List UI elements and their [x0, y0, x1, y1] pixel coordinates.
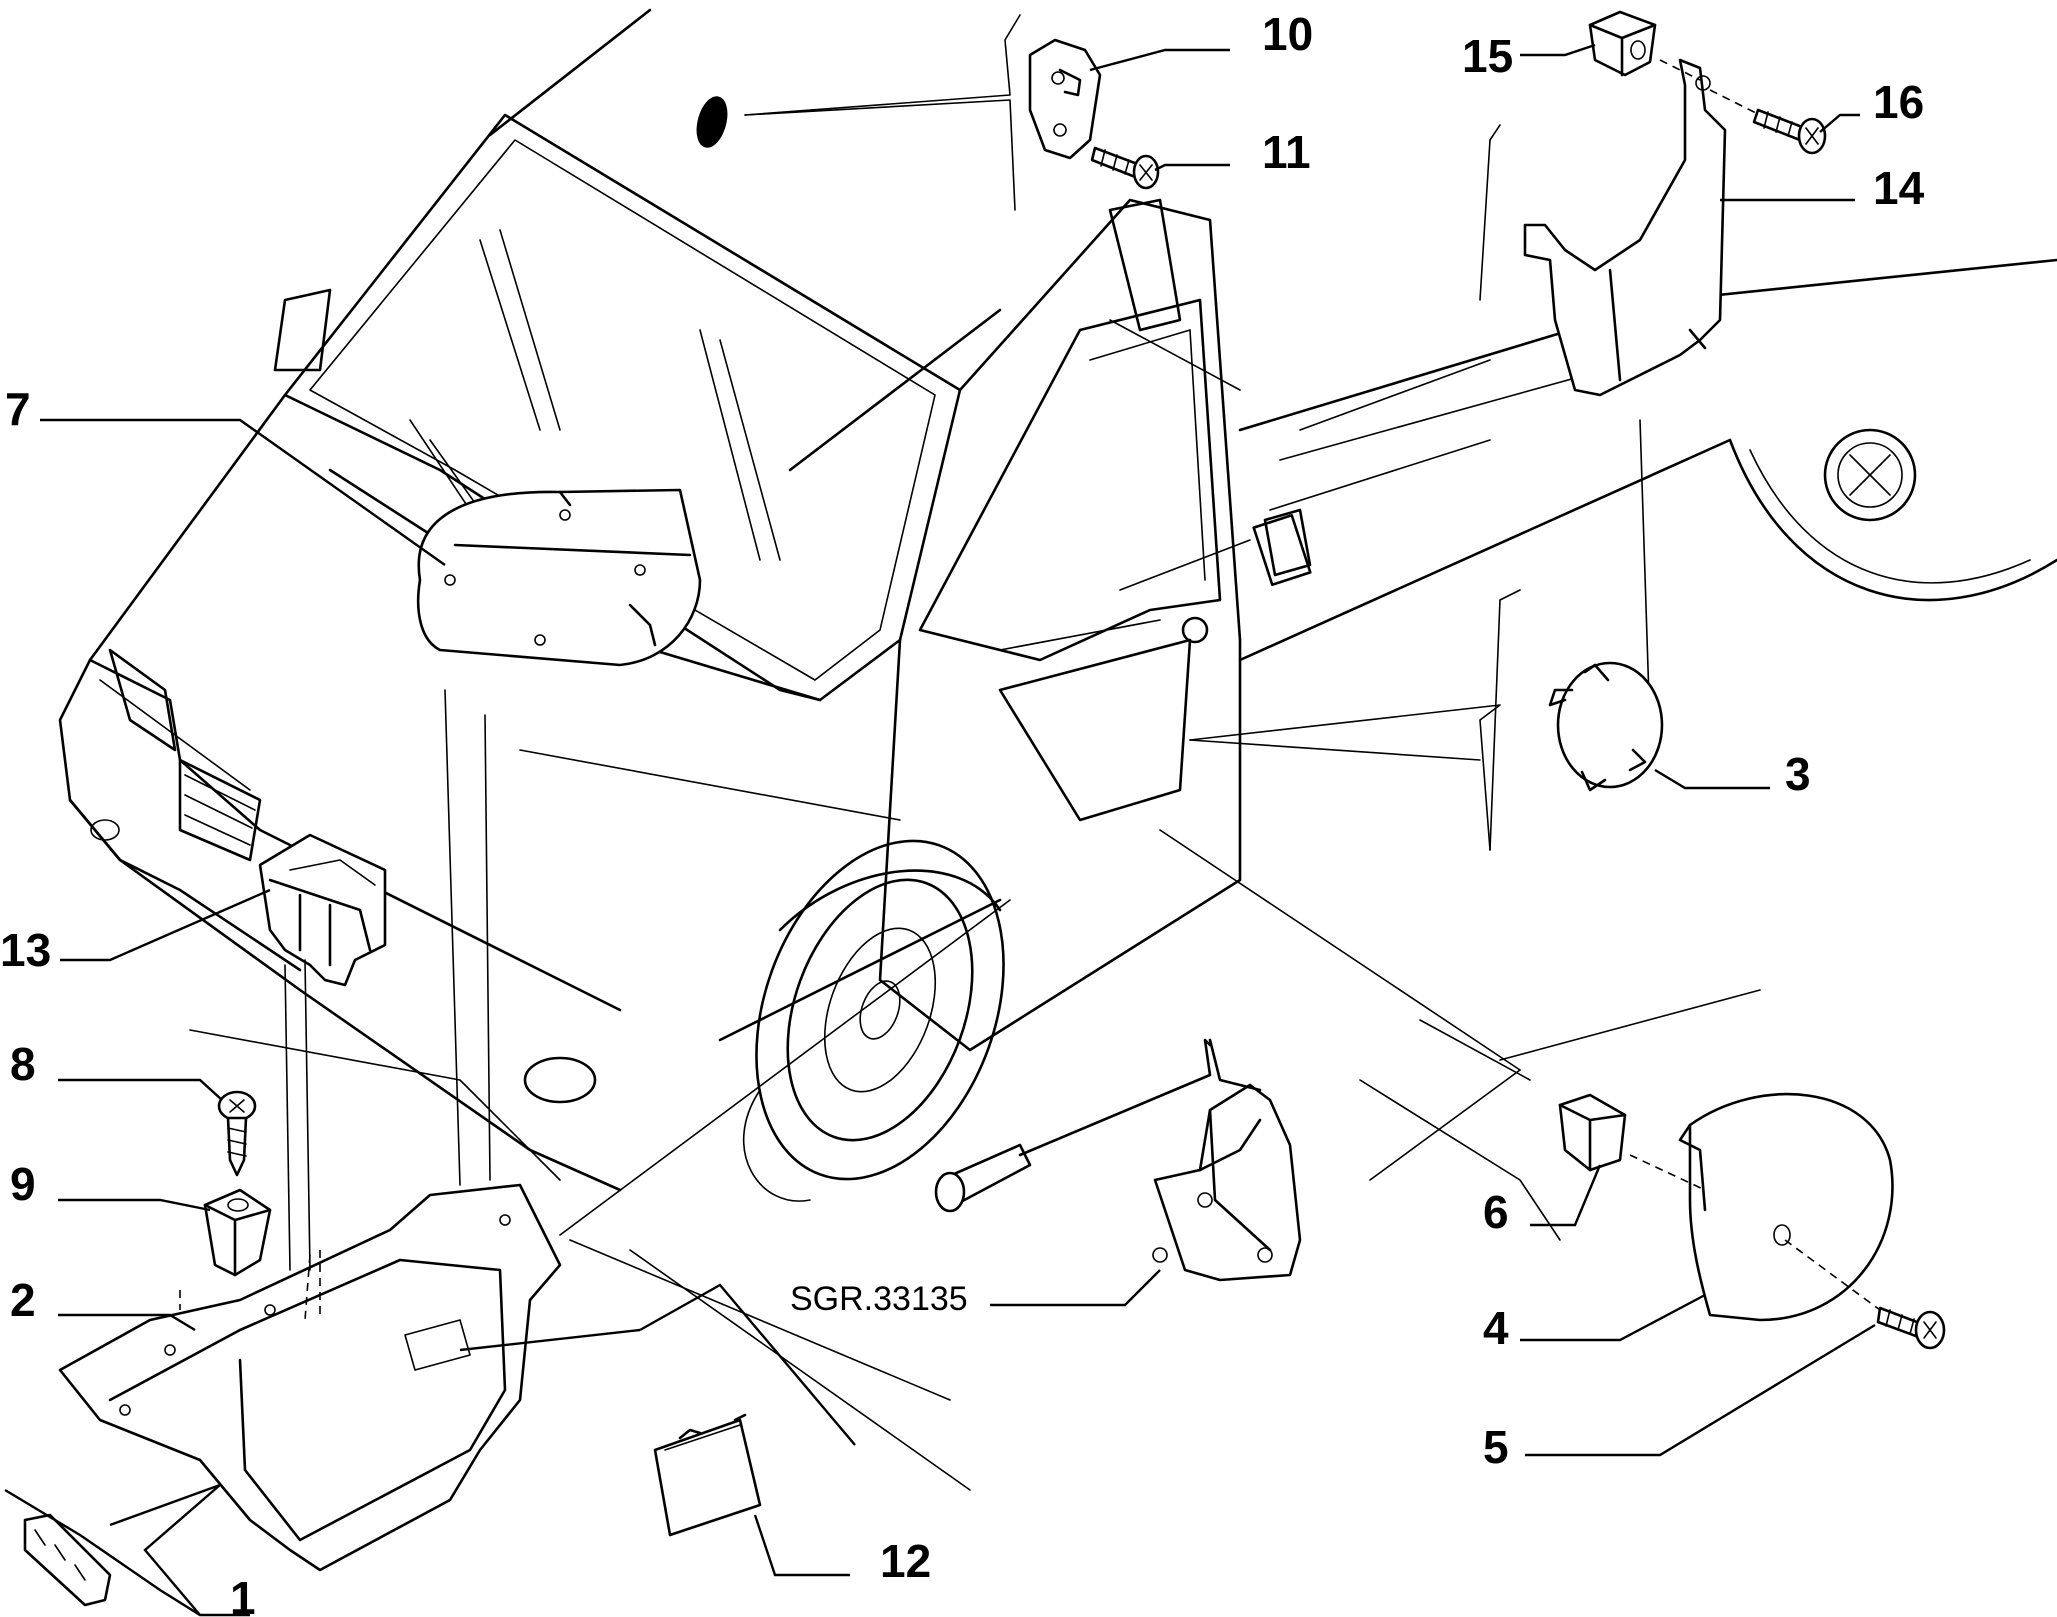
part-15-clip-nut: [1588, 10, 1657, 77]
part-10-door-latch: [1028, 38, 1102, 160]
callout-5: 5: [1483, 1421, 1509, 1473]
callout-8: 8: [10, 1038, 36, 1090]
callout-9: 9: [10, 1158, 36, 1210]
part-4-side-cover: [1678, 1092, 1894, 1322]
callout-12: 12: [880, 1535, 931, 1587]
part-12-cover-plug: [653, 1413, 762, 1537]
part-5-screw: [1876, 1306, 1946, 1350]
callout-13: 13: [0, 924, 51, 976]
callout-10: 10: [1262, 8, 1313, 60]
callout-labels: 1 2 3 4 5 6 7 8 9 10 11 12 13 14 15 16 S…: [0, 8, 1925, 1617]
part-3-round-cap: [1548, 661, 1664, 792]
part-11-screw: [1090, 146, 1160, 190]
callout-2: 2: [10, 1274, 36, 1326]
part-7-dash-tray-cover: [416, 488, 702, 667]
part-8-screw: [217, 1090, 257, 1177]
callout-4: 4: [1483, 1302, 1509, 1354]
part-2-glovebox-tray: [58, 1183, 562, 1572]
callout-16: 16: [1873, 76, 1924, 128]
part-1-clip: [23, 1513, 112, 1607]
callout-7: 7: [5, 383, 31, 435]
explode-lines: [179, 59, 1881, 1321]
callout-1: 1: [230, 1572, 256, 1617]
part-14-bracket: [1523, 58, 1727, 397]
leader-lines: [4, 43, 1876, 1617]
callout-3: 3: [1785, 748, 1811, 800]
callout-11: 11: [1262, 126, 1311, 178]
part-16-screw: [1752, 108, 1827, 155]
callout-15: 15: [1462, 30, 1513, 82]
reference-lines: [284, 14, 1521, 1271]
part-9-nut-clip: [203, 1188, 272, 1277]
lever-assembly: [934, 1038, 1302, 1282]
drawing-code: SGR.33135: [790, 1280, 968, 1318]
callout-6: 6: [1483, 1186, 1509, 1238]
part-13-bracket: [258, 833, 387, 987]
part-6-clip-nut: [1558, 1093, 1627, 1172]
dark-fastener-marker: [696, 96, 728, 148]
callout-14: 14: [1873, 162, 1925, 214]
